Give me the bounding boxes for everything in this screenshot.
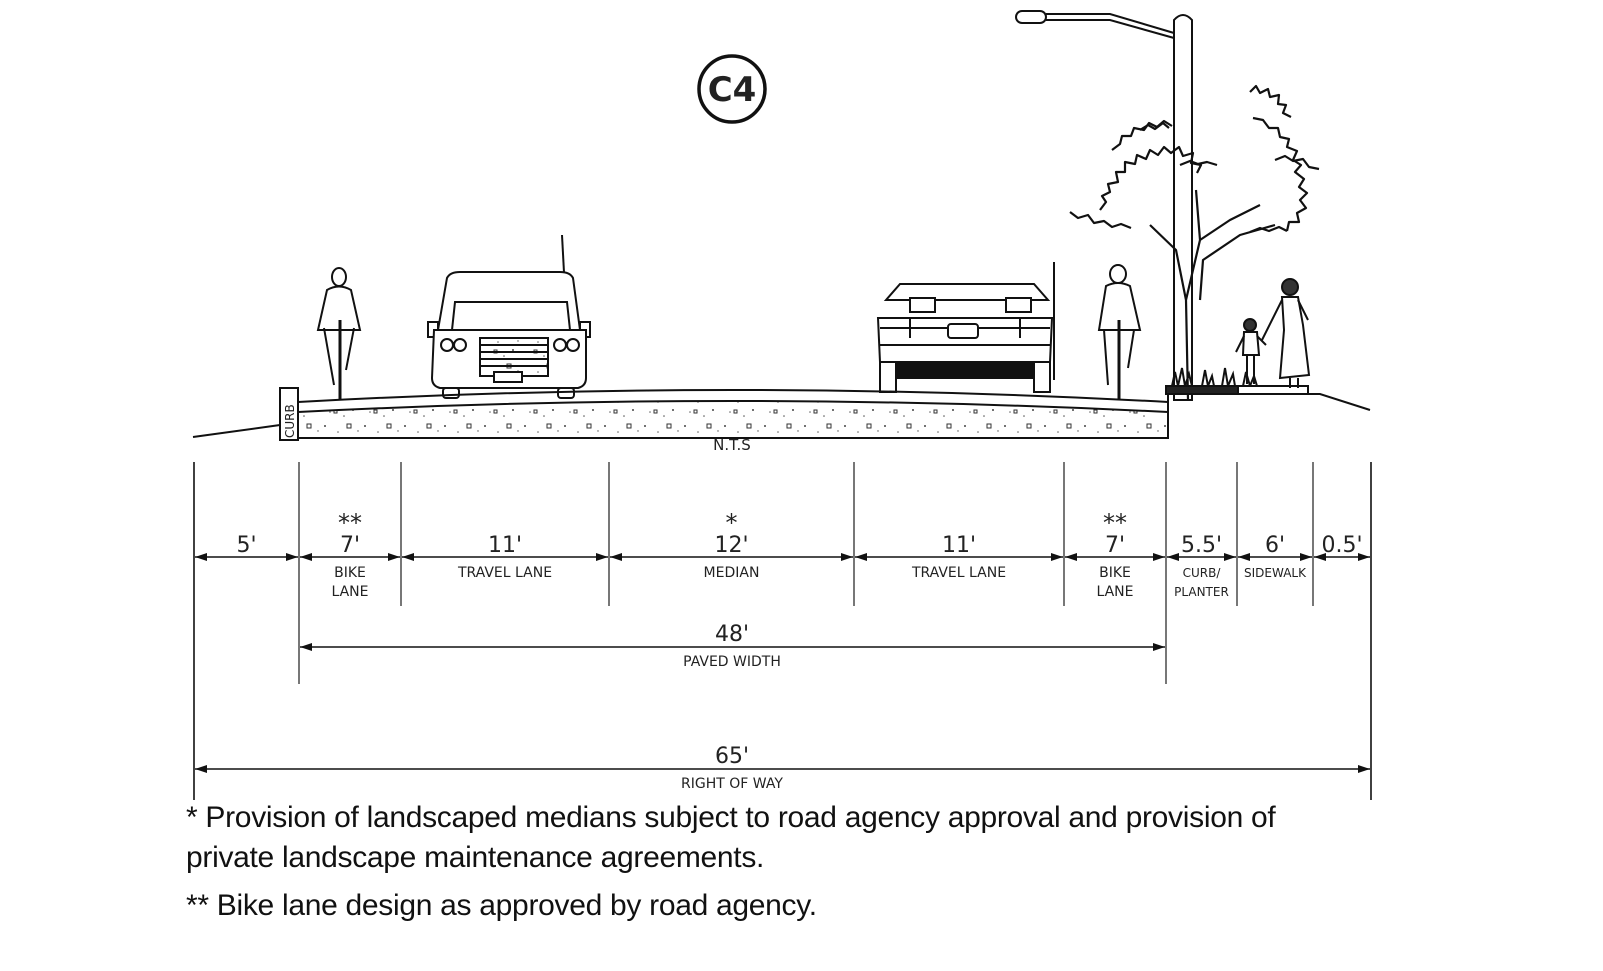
- left-ground-line: [192, 424, 281, 438]
- dimension-value: 6': [1265, 533, 1285, 558]
- right-of-way-value: 65': [715, 744, 749, 769]
- badge-circle: [697, 54, 767, 124]
- car-left-icon: [427, 234, 591, 399]
- footnote-median-line-2: private landscape maintenance agreements…: [186, 841, 765, 874]
- sidewalk-grade-line: [1167, 393, 1371, 412]
- segment-label: BIKE: [1099, 565, 1131, 581]
- dimension-value: 11': [488, 533, 522, 558]
- dimension-value: 12': [714, 533, 748, 558]
- footnote-median: * Provision of landscaped medians subjec…: [186, 800, 1276, 876]
- dimension-value: 7': [340, 533, 360, 558]
- segment-label: CURB/: [1183, 566, 1222, 580]
- road-surface-line: [297, 389, 1169, 403]
- street-light-icon: [1015, 10, 1193, 401]
- footnote-median-line-1: * Provision of landscaped medians subjec…: [186, 801, 1276, 834]
- dimension-value: 11': [942, 533, 976, 558]
- base-course: [297, 400, 1169, 439]
- section-badge: C4: [697, 54, 767, 124]
- dimension-footnote-marker: *: [726, 509, 738, 537]
- dimension-value: 5.5': [1181, 533, 1222, 558]
- pavement-section: CURB N.T.S: [192, 387, 1371, 454]
- pedestrians-icon: [1235, 278, 1311, 388]
- segment-label: LANE: [1096, 584, 1133, 600]
- curb-label: CURB: [283, 404, 297, 438]
- segment-label: PLANTER: [1174, 585, 1229, 599]
- footnote-bike-lane: ** Bike lane design as approved by road …: [186, 889, 817, 922]
- cyclist-left-icon: [316, 267, 362, 400]
- segment-label: SIDEWALK: [1244, 566, 1307, 580]
- segment-label: BIKE: [334, 565, 366, 581]
- dimension-value: 5': [236, 533, 256, 558]
- street-tree-icon: [1069, 84, 1320, 401]
- badge-label: C4: [708, 70, 757, 110]
- dimension-footnote-marker: **: [338, 509, 362, 537]
- dimension-value: 0.5': [1321, 533, 1362, 558]
- segment-label: LANE: [331, 584, 368, 600]
- right-of-way-label: RIGHT OF WAY: [681, 776, 783, 792]
- segment-label: TRAVEL LANE: [911, 565, 1006, 581]
- planter-shrubs-icon: [1165, 367, 1309, 395]
- scale-note: N.T.S: [713, 436, 751, 454]
- dimension-footnote-marker: **: [1103, 509, 1127, 537]
- segment-label: TRAVEL LANE: [457, 565, 552, 581]
- paved-width-value: 48': [715, 622, 749, 647]
- car-right-icon: [876, 262, 1055, 393]
- segment-label: MEDIAN: [704, 565, 760, 581]
- dimension-value: 7': [1105, 533, 1125, 558]
- cyclist-right-icon: [1097, 264, 1142, 400]
- paved-width-label: PAVED WIDTH: [683, 654, 781, 670]
